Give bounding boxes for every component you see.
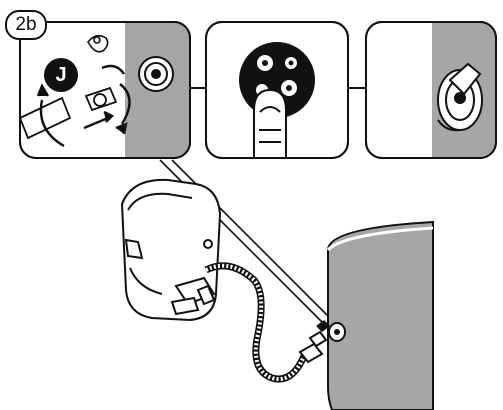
callout-badge-j: J [44, 58, 78, 92]
panel-connector-detail [20, 22, 190, 158]
pump-unit-illustration [122, 180, 220, 320]
step-label: 2b [5, 10, 47, 40]
hose-illustration [206, 266, 304, 379]
panel-socket-press [190, 22, 348, 158]
panel-valve-cap [348, 22, 496, 158]
wall-port-icon [139, 57, 173, 91]
hose-end-connector-icon [300, 332, 326, 362]
spa-pool-illustration [316, 222, 433, 410]
fingertip-press-icon [254, 90, 286, 158]
